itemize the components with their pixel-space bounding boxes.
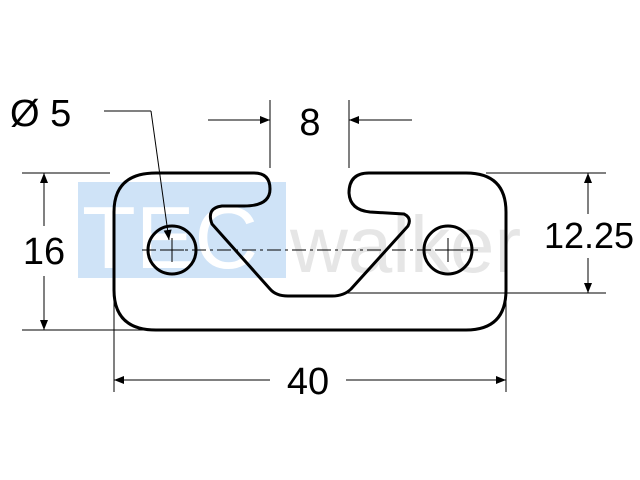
profile-outline [112, 171, 508, 332]
diameter-leader [104, 110, 172, 241]
slot-width-dimension [208, 100, 412, 168]
width-label: 40 [287, 361, 329, 403]
hole-center-height-label: 12.25 [544, 215, 634, 256]
watermark-brand-prefix: TEC [82, 188, 258, 287]
height-dimension [22, 172, 150, 331]
slot-width-label: 8 [299, 102, 320, 144]
width-dimension [113, 296, 507, 392]
height-label: 16 [23, 231, 65, 273]
hole-center-height-dimension [344, 172, 606, 294]
hole-diameter-label: Ø 5 [10, 93, 71, 135]
